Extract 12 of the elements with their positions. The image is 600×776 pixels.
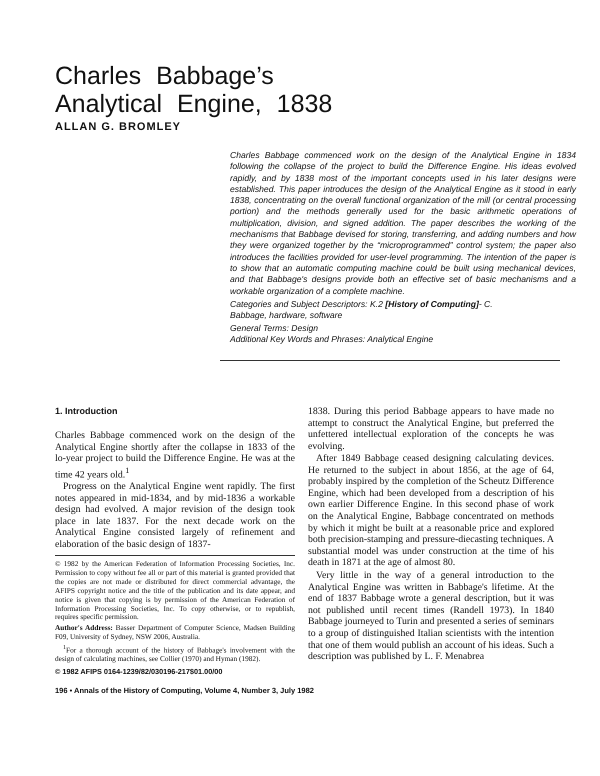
author-name: ALLAN G. BROMLEY (55, 121, 181, 133)
subject-descriptors: Categories and Subject Descriptors: K.2 [History of Computing]- C. Babbage, hardware, software (230, 299, 494, 321)
body-paragraph: Very little in the way of a general introduction to the Analytical Engine was written in Babbage's lifetime. At the end of 1837 Babbage wrote a general description, but it was not published until recent times (Randell 1973). In 1840 Babbage journeyed to Turin and presented a series of seminars to a group of distinguished Italian scientists with the intention that one of them would publish an account of his ideas. Such a description was published by L. F. Menabrea (308, 570, 554, 663)
body-paragraph: 1838. During this period Babbage appears to have made no attempt to construct the Analytical Engine, but preferred the unfettered intellectual exploration of the concepts he was evolving. (308, 406, 554, 452)
keywords-line: Additional Key Words and Phrases: Analytical Engine (230, 334, 434, 345)
body-paragraph: Progress on the Analytical Engine went rapidly. The first notes appeared in mid-1834, and by mid-1836 a workable design had evolved. A major revision of the design took place in late 1837. For the next decade work on the Analytical Engine consisted largely of refinement and elaboration of the basic design of 1837- (55, 481, 295, 551)
body-paragraph: Charles Babbage commenced work on the design of the Analytical Engine shortly after the collapse in 1833 of the lo-year project to build the Difference Engine. He was at the time 42 years old.$^{1}$ (55, 430, 295, 481)
body-paragraph: After 1849 Babbage ceased designing calculating devices. He returned to the subject in about 1856, at the age of 64, probably inspired by the completion of the Scheutz Difference Engine, which had been developed from a description of his own earlier Difference Engine. In this second phase of work on the Analytical Engine, Babbage concentrated on methods by which it might be built at a reasonable price and explored both precision-stamping and pressure-diecasting techniques. A substantial model was under construction at the time of his death in 1871 at the age of almost 80. (308, 453, 554, 569)
article-title: Charles Babbage’s Analytical Engine, 1838 (55, 62, 334, 118)
general-terms: General Terms: Design (230, 323, 318, 334)
abstract-paragraph: Charles Babbage commenced work on the design of the Analytical Engine in 1834 following the collapse of the project to build the Difference Engine. His ideas evolved rapidly, and by 1838 most of the important concepts used in his later designs were established. This paper introduces the design of the Analytical Engine as it stood in early 1838, concentrating on the overall functional organization of the mill (or central processing portion) and the methods generally used for the basic arithmetic operations of multiplication, division, and signed addition. The paper describes the working of the mechanisms that Babbage devised for storing, transferring, and adding numbers and how they were organized together by the “microprogrammed” control system; the paper also introduces the facilities provided for user-level programming. The intention of the paper is to show that an automatic computing machine could be built using mechanical devices, and that Babbage's designs provide both an effective set of basic mechanisms and a workable organization of a complete machine. (230, 150, 576, 297)
section-heading: 1. Introduction (55, 406, 118, 416)
